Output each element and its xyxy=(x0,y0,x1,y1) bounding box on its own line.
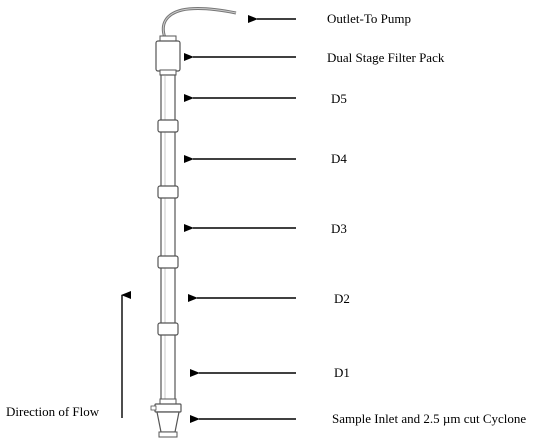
label-d5: D5 xyxy=(331,91,347,106)
coupler-d5-d4 xyxy=(157,119,179,133)
coupler-d2-d1 xyxy=(157,322,179,336)
label-d4: D4 xyxy=(331,151,347,166)
label-d1: D1 xyxy=(334,365,350,380)
coupler-d4-d3 xyxy=(157,185,179,199)
inlet-side-port xyxy=(150,405,157,411)
filter-pack xyxy=(155,40,181,72)
label-flow-direction: Direction of Flow xyxy=(6,404,100,419)
filter-pack-neck xyxy=(159,69,177,76)
label-filter-pack: Dual Stage Filter Pack xyxy=(327,50,445,65)
label-d3: D3 xyxy=(331,221,347,236)
outlet-hose-highlight xyxy=(162,8,237,39)
label-inlet: Sample Inlet and 2.5 µm cut Cyclone xyxy=(332,411,527,426)
coupler-d3-d2 xyxy=(157,255,179,269)
label-d2: D2 xyxy=(334,291,350,306)
cyclone-base xyxy=(158,431,178,438)
cyclone-body xyxy=(156,411,180,433)
inlet-collar xyxy=(154,403,182,413)
label-outlet: Outlet-To Pump xyxy=(327,11,411,26)
